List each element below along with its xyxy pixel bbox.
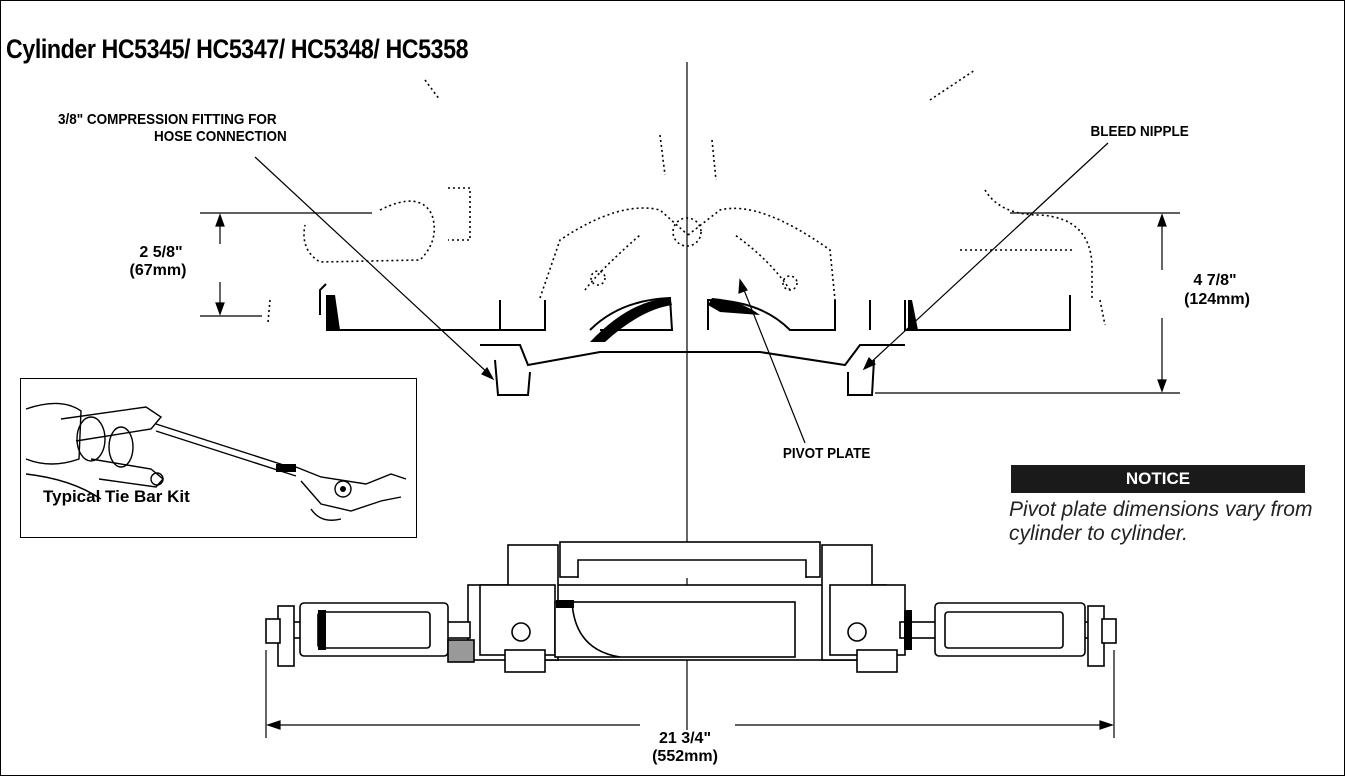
dim-left-height xyxy=(200,212,372,317)
tie-bar-caption: Typical Tie Bar Kit xyxy=(43,487,190,506)
top-view-black-fills xyxy=(326,295,918,342)
dim-left-mm: (67mm) xyxy=(129,262,187,279)
tie-bar-inset: Typical Tie Bar Kit xyxy=(20,378,417,538)
bleed-nipple-label: BLEED NIPPLE xyxy=(1090,123,1189,140)
leader-lines xyxy=(254,142,1109,444)
dim-width-inches: 21 3/4" xyxy=(640,730,730,748)
tie-bar-illustration xyxy=(25,402,407,521)
dim-width xyxy=(265,650,1115,738)
notice-heading: NOTICE xyxy=(1011,465,1305,493)
dim-left-inches: 2 5/8" xyxy=(139,244,183,261)
dim-right-height xyxy=(875,212,1180,394)
notice-text: Pivot plate dimensions vary from cylinde… xyxy=(1009,498,1313,545)
bottom-view-black-fills xyxy=(318,600,912,650)
dim-width-mm: (552mm) xyxy=(630,748,740,766)
page-title: Cylinder HC5345/ HC5347/ HC5348/ HC5358 xyxy=(6,34,469,64)
bottom-view-cylinder xyxy=(265,541,1117,673)
dim-right-mm: (124mm) xyxy=(1184,291,1250,308)
fitting-label-line2: HOSE CONNECTION xyxy=(154,128,287,145)
top-view-cylinder xyxy=(267,69,1106,326)
fitting-label-line1: 3/8" COMPRESSION FITTING FOR xyxy=(58,111,277,128)
top-view-base xyxy=(319,283,1071,396)
dim-right-inches: 4 7/8" xyxy=(1193,272,1237,289)
pivot-plate-label: PIVOT PLATE xyxy=(782,445,871,462)
